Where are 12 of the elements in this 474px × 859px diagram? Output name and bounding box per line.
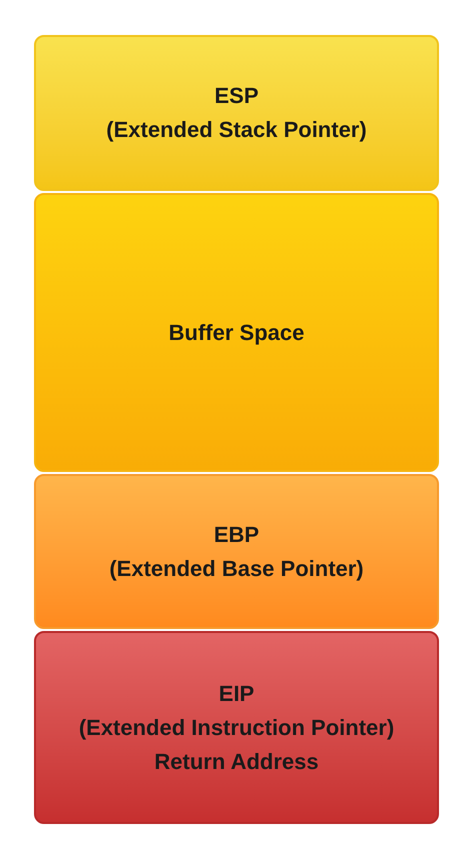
block-label: Buffer Space bbox=[168, 318, 304, 346]
block-label: EBP bbox=[214, 520, 260, 548]
memory-block bbox=[34, 35, 439, 191]
block-label: Return Address bbox=[154, 748, 319, 776]
block-label: EIP bbox=[218, 680, 254, 708]
block-label: ESP bbox=[214, 82, 259, 110]
memory-block bbox=[34, 474, 439, 629]
memory-block bbox=[34, 193, 439, 472]
block-label: (Extended Instruction Pointer) bbox=[78, 714, 394, 742]
memory-block bbox=[34, 631, 439, 824]
block-label: (Extended Stack Pointer) bbox=[106, 116, 367, 144]
block-label: (Extended Base Pointer) bbox=[109, 554, 364, 582]
